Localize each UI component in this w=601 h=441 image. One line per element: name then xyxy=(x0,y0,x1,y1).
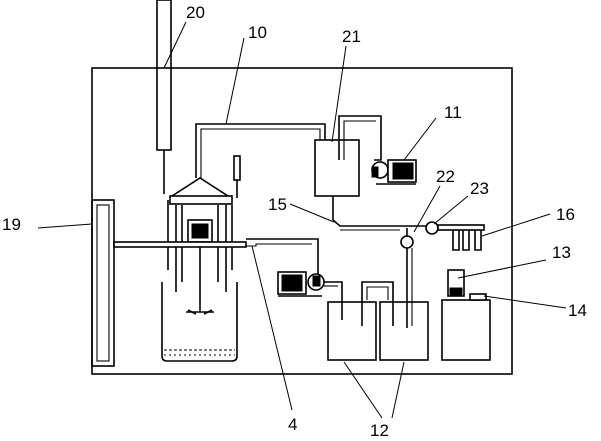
label-16: 16 xyxy=(556,205,575,224)
vertical-column xyxy=(156,0,172,194)
label-4: 4 xyxy=(288,415,297,434)
tank-21 xyxy=(314,115,382,220)
tanks-12 xyxy=(327,301,429,361)
label-21: 21 xyxy=(342,27,361,46)
label-14: 14 xyxy=(568,301,587,320)
valve-23 xyxy=(425,221,439,235)
label-19: 19 xyxy=(2,215,21,234)
label-23: 23 xyxy=(470,179,489,198)
unit-14 xyxy=(441,293,491,361)
tank-link-pipe xyxy=(361,281,394,326)
label-22: 22 xyxy=(436,167,455,186)
manifold-16 xyxy=(437,224,485,251)
valve-22 xyxy=(400,228,414,328)
pump-lower xyxy=(277,271,325,297)
pump-11 xyxy=(371,159,417,185)
leader-lines xyxy=(37,21,567,419)
label-10: 10 xyxy=(248,23,267,42)
label-12: 12 xyxy=(370,421,389,440)
label-15: 15 xyxy=(268,195,287,214)
side-panel xyxy=(91,199,115,367)
unit-13 xyxy=(447,269,465,297)
line-10-pipe xyxy=(195,123,326,178)
label-20: 20 xyxy=(186,3,205,22)
label-13: 13 xyxy=(552,243,571,262)
line-4-pipe xyxy=(246,238,319,278)
label-11: 11 xyxy=(444,103,462,122)
support-bar xyxy=(113,241,247,248)
reactor-vessel xyxy=(161,155,241,362)
